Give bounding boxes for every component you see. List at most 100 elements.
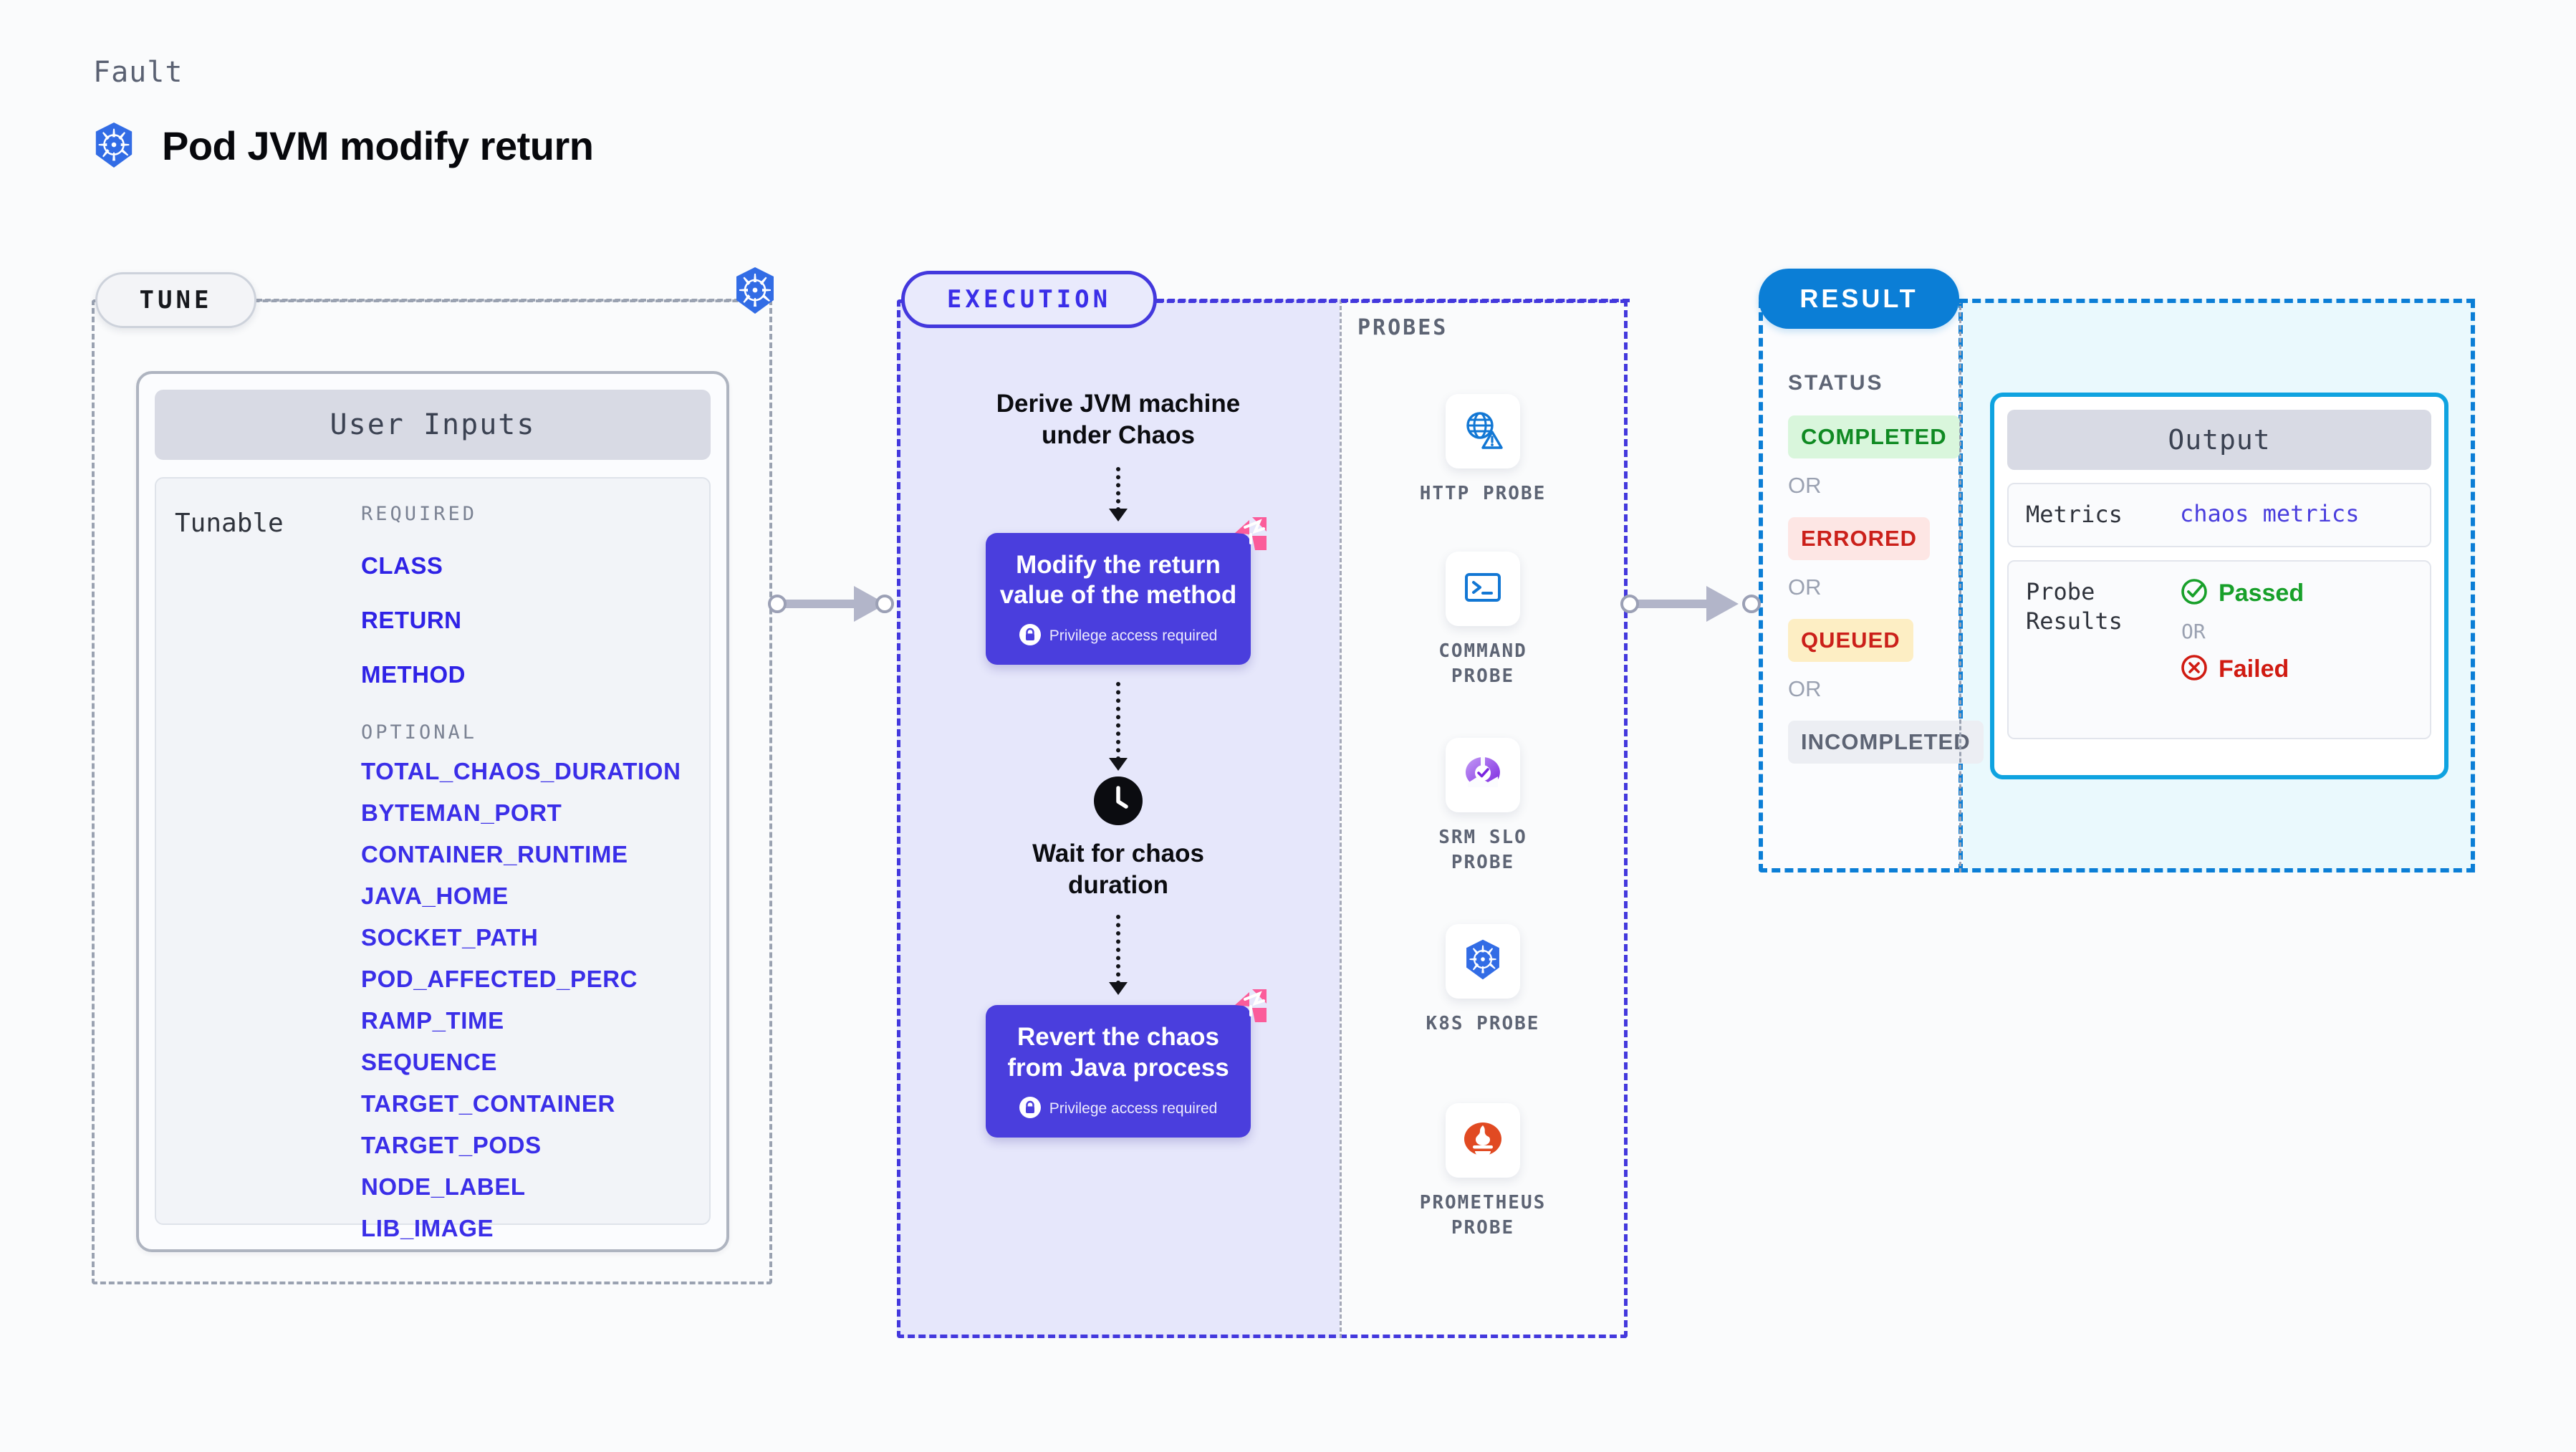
prometheus-icon <box>1462 1120 1504 1162</box>
probes-separator <box>1340 299 1342 1338</box>
privilege-note-label: Privilege access required <box>1049 628 1218 645</box>
litmus-badge-icon <box>1231 514 1272 558</box>
privilege-note-label: Privilege access required <box>1049 1100 1218 1117</box>
probe-result-failed: Failed <box>2180 653 2304 686</box>
arrow-tune-to-execution <box>768 586 897 622</box>
passed-label: Passed <box>2219 579 2305 607</box>
execution-pill-label: EXECUTION <box>946 285 1112 314</box>
kubernetes-icon <box>1462 938 1504 985</box>
probe-result-passed: Passed <box>2180 577 2304 610</box>
probe-result-or: OR <box>2181 619 2206 643</box>
probe-http[interactable]: HTTP PROBE <box>1397 394 1569 506</box>
user-inputs-header: User Inputs <box>155 390 711 460</box>
param-ramp-time[interactable]: RAMP_TIME <box>361 1007 504 1034</box>
param-java-home[interactable]: JAVA_HOME <box>361 883 509 909</box>
execution-pill[interactable]: EXECUTION <box>901 271 1157 328</box>
result-output-separator <box>1959 299 1961 872</box>
tune-pill[interactable]: TUNE <box>95 272 256 328</box>
user-inputs-title: User Inputs <box>330 408 536 441</box>
fault-title-row: Pod JVM modify return <box>92 122 594 169</box>
privilege-note: Privilege access required <box>999 623 1238 649</box>
param-total-chaos-duration[interactable]: TOTAL_CHAOS_DURATION <box>361 758 681 784</box>
arrow-line <box>782 600 861 608</box>
srm-slo-icon <box>1462 756 1504 795</box>
arrow-stem <box>1116 915 1120 986</box>
status-badge-incompleted: INCOMPLETED <box>1788 721 1984 764</box>
check-circle-icon <box>2180 577 2209 610</box>
param-target-pods[interactable]: TARGET_PODS <box>361 1132 542 1158</box>
probe-k8s[interactable]: K8S PROBE <box>1397 924 1569 1037</box>
arrow-stem <box>1116 466 1120 511</box>
arrow-head <box>1706 586 1739 622</box>
globe-warning-icon <box>1461 408 1505 456</box>
kubernetes-icon <box>732 266 778 319</box>
param-sequence[interactable]: SEQUENCE <box>361 1049 498 1075</box>
metrics-value[interactable]: chaos metrics <box>2180 500 2360 527</box>
result-pill[interactable]: RESULT <box>1759 269 1959 329</box>
parameters-column: REQUIRED CLASS RETURN METHOD OPTIONAL TO… <box>361 503 691 1241</box>
user-inputs-body: Tunable REQUIRED CLASS RETURN METHOD OPT… <box>155 477 711 1241</box>
param-node-label[interactable]: NODE_LABEL <box>361 1173 526 1200</box>
privilege-note: Privilege access required <box>999 1096 1238 1122</box>
status-or-2: OR <box>1788 574 1822 600</box>
kubernetes-icon <box>92 122 136 169</box>
result-container <box>1759 299 1963 872</box>
status-badge-errored: ERRORED <box>1788 517 1931 560</box>
lock-icon <box>1019 623 1041 649</box>
probe-tile <box>1446 394 1520 468</box>
page-title: Pod JVM modify return <box>162 122 594 168</box>
tunable-label: Tunable <box>175 509 284 538</box>
param-lib-image[interactable]: LIB_IMAGE <box>361 1215 494 1241</box>
status-or-3: OR <box>1788 676 1822 701</box>
arrow-execution-to-result <box>1620 586 1764 622</box>
arrow-end-dot <box>875 595 894 613</box>
output-header: Output <box>2007 410 2431 470</box>
flow-arrow-2 <box>1109 681 1128 771</box>
param-class[interactable]: CLASS <box>361 552 443 579</box>
result-connector-line <box>1959 299 2475 303</box>
param-method[interactable]: METHOD <box>361 661 466 688</box>
probe-tile <box>1446 738 1520 812</box>
execution-connector-line <box>1157 299 1630 302</box>
param-byteman-port[interactable]: BYTEMAN_PORT <box>361 799 562 826</box>
probe-label: HTTP PROBE <box>1419 483 1547 504</box>
terminal-icon <box>1462 567 1504 612</box>
param-container-runtime[interactable]: CONTAINER_RUNTIME <box>361 841 628 867</box>
flow-arrow-1 <box>1109 466 1128 521</box>
failed-label: Failed <box>2219 655 2289 683</box>
optional-group-title: OPTIONAL <box>361 721 478 744</box>
tune-connector-line <box>256 299 740 302</box>
param-socket-path[interactable]: SOCKET_PATH <box>361 924 539 951</box>
arrow-tip <box>1109 982 1128 996</box>
lock-icon <box>1019 1096 1041 1122</box>
param-target-container[interactable]: TARGET_CONTAINER <box>361 1090 615 1117</box>
param-pod-affected-perc[interactable]: POD_AFFECTED_PERC <box>361 966 638 992</box>
fault-eyebrow: Fault <box>93 56 183 89</box>
status-title: STATUS <box>1788 371 1884 395</box>
probe-tile <box>1446 552 1520 626</box>
arrow-tip <box>1109 508 1128 521</box>
required-group-title: REQUIRED <box>361 503 478 525</box>
param-return[interactable]: RETURN <box>361 607 462 633</box>
status-badge-queued: QUEUED <box>1788 619 1913 662</box>
probe-tile <box>1446 924 1520 999</box>
arrow-line <box>1635 600 1714 608</box>
user-inputs-card: User Inputs Tunable REQUIRED CLASS RETUR… <box>136 371 729 1252</box>
probes-title: PROBES <box>1357 315 1448 340</box>
